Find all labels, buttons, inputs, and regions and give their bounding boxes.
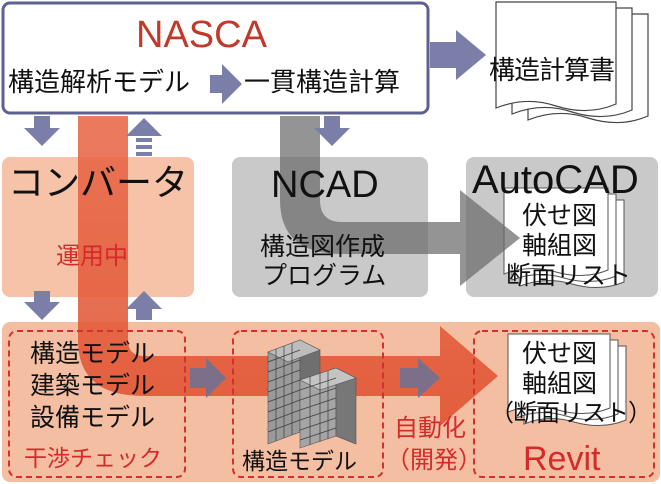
converter-title: コンバータ	[8, 163, 189, 204]
building-model-image	[267, 339, 357, 449]
revit-line2: 軸組図	[522, 369, 598, 398]
nasca-title: NASCA	[136, 14, 267, 56]
nasca-to-converter-arrow	[24, 116, 60, 146]
nasca-box	[1, 1, 430, 115]
building-label: 構造モデル	[242, 449, 357, 475]
models-line3: 設備モデル	[30, 403, 156, 432]
revit-dashed-box	[473, 330, 655, 478]
ncad-line1: 構造図作成	[260, 232, 386, 261]
ncad-line2: プログラム	[262, 261, 387, 290]
models-line2: 建築モデル	[30, 371, 156, 400]
automation-line2: （開発）	[386, 446, 482, 474]
converter-to-nasca-arrow	[126, 118, 162, 156]
autocad-line3: 断面リスト	[506, 261, 632, 290]
converter-operation-label: 運用中	[56, 242, 128, 270]
models-dashed-box	[8, 330, 186, 478]
ncad-title: NCAD	[271, 164, 379, 206]
nasca-to-ncad-arrow	[314, 116, 350, 146]
nasca-to-report-arrow	[430, 30, 486, 80]
autocad-line1: 伏せ図	[522, 201, 598, 230]
autocad-document-stack-icon	[503, 187, 625, 288]
autocad-line2: 軸組図	[522, 231, 598, 260]
models-check-label: 干渉チェック	[24, 446, 162, 472]
revit-title: Revit	[523, 440, 601, 478]
nasca-internal-arrow	[210, 64, 242, 104]
revit-line3: （断面リスト）	[490, 399, 652, 427]
models-line1: 構造モデル	[30, 339, 156, 368]
report-document-stack-icon	[495, 1, 649, 124]
models-to-building-arrow	[190, 358, 226, 398]
nasca-calc-label: 一貫構造計算	[244, 68, 401, 98]
autocad-title: AutoCAD	[472, 158, 639, 202]
revit-line1: 伏せ図	[522, 339, 598, 368]
revit-document-stack-icon	[507, 333, 627, 426]
building-to-revit-arrow	[400, 358, 440, 398]
models-to-converter-arrow	[126, 291, 162, 320]
ncad-to-autocad-arrow	[280, 116, 520, 286]
building-dashed-box	[232, 330, 384, 478]
converter-to-models-arrow	[24, 291, 60, 320]
automation-line1: 自動化	[394, 414, 466, 442]
nasca-model-label: 構造解析モデル	[8, 68, 191, 98]
report-label: 構造計算書	[489, 56, 615, 86]
